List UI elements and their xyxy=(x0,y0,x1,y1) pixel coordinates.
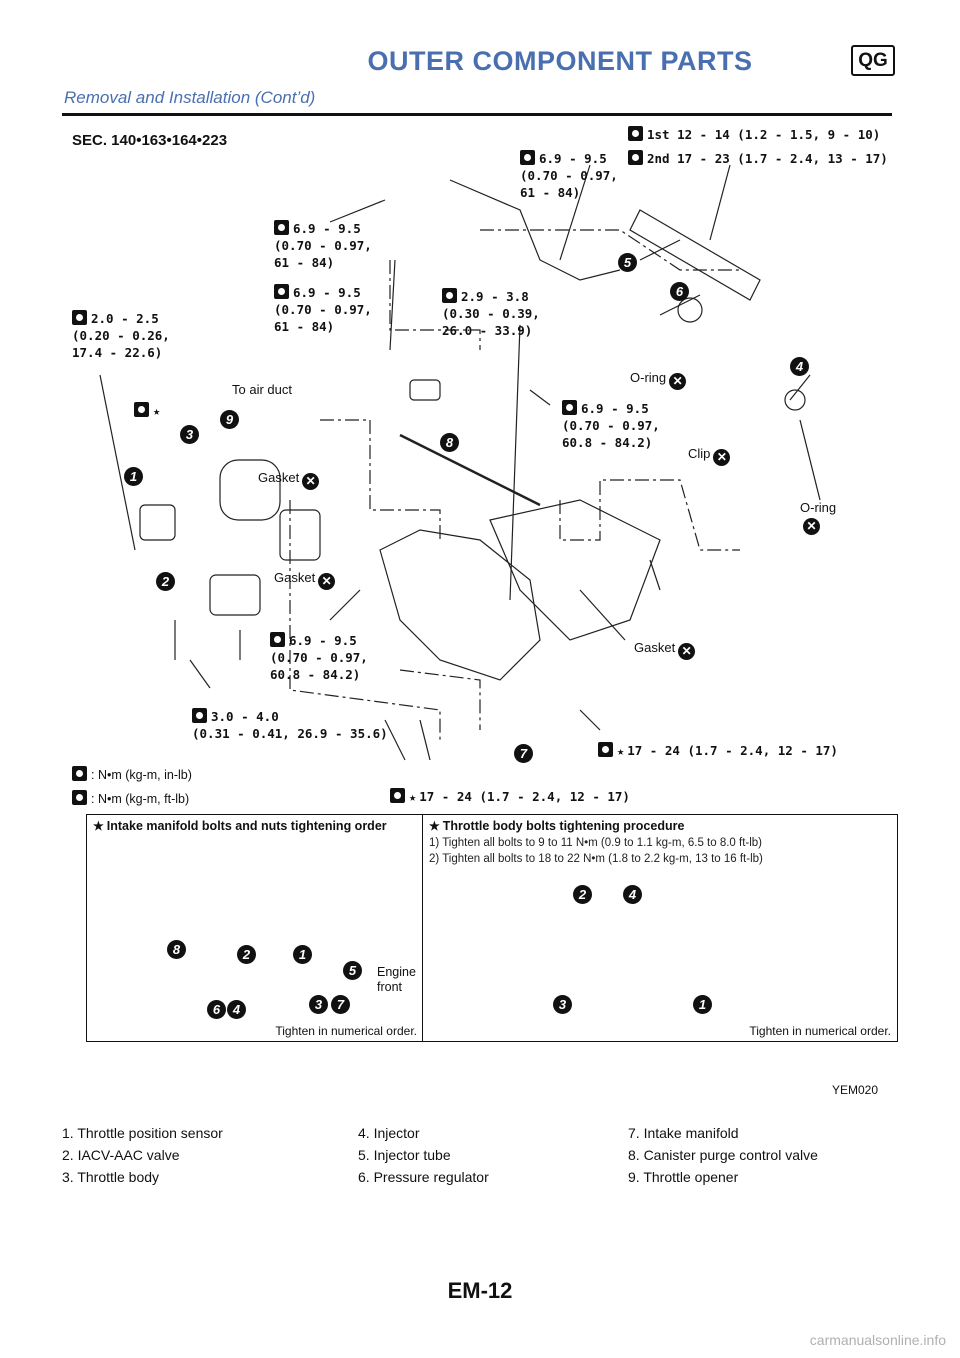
star-icon: ★ xyxy=(429,819,440,833)
seq-throttle-1: 1 xyxy=(693,995,712,1014)
seq-manifold-6: 6 xyxy=(207,1000,226,1019)
torque-injector-tube-1st: 1st 12 - 14 (1.2 - 1.5, 9 - 10) xyxy=(628,126,880,143)
replace-part-icon: ✕ xyxy=(669,373,687,390)
legend-item: 9. Throttle opener xyxy=(628,1169,739,1185)
part-number-2: 2 xyxy=(156,572,175,591)
replace-part-icon: ✕ xyxy=(678,643,696,660)
torque-wrench-icon xyxy=(274,220,289,235)
part-number-8: 8 xyxy=(440,433,459,452)
torque-upper-left-a: 6.9 - 9.5 (0.70 - 0.97, 61 - 84) xyxy=(274,220,372,270)
seq-manifold-8: 8 xyxy=(167,940,186,959)
page-subtitle: Removal and Installation (Cont’d) xyxy=(64,88,316,107)
torque-wrench-icon xyxy=(270,632,285,647)
manifold-tightening-panel: ★Intake manifold bolts and nuts tighteni… xyxy=(86,814,424,1042)
legend-item: 6. Pressure regulator xyxy=(358,1169,489,1185)
torque-wrench-icon xyxy=(72,766,87,781)
torque-wrench-icon xyxy=(72,790,87,805)
legend-item: 3. Throttle body xyxy=(62,1169,160,1185)
torque-wrench-icon xyxy=(274,284,289,299)
legend-item: 5. Injector tube xyxy=(358,1147,451,1163)
callout-clip: Clip✕ xyxy=(688,446,731,466)
star-icon: ★ xyxy=(153,404,161,418)
section-code: SEC. 140•163•164•223 xyxy=(72,132,228,149)
replace-part-icon: ✕ xyxy=(803,518,820,535)
torque-wrench-icon xyxy=(72,310,87,325)
seq-manifold-3: 3 xyxy=(309,995,328,1014)
callout-to-air-duct: To air duct xyxy=(232,382,292,397)
legend-unit-in-lb: : N•m (kg-m, in-lb) xyxy=(72,766,192,782)
torque-wrench-icon xyxy=(520,150,535,165)
callout-o-ring-top: O-ring✕ xyxy=(630,370,687,390)
figure-code: YEM020 xyxy=(832,1083,879,1097)
legend-item: 2. IACV-AAC valve xyxy=(62,1147,180,1163)
legend-item: 8. Canister purge control valve xyxy=(628,1147,818,1163)
engine-front-label: Engine front xyxy=(377,965,416,994)
panel-right-title: ★Throttle body bolts tightening procedur… xyxy=(429,819,685,833)
part-number-3: 3 xyxy=(180,425,199,444)
seq-manifold-1: 1 xyxy=(293,945,312,964)
torque-wrench-icon xyxy=(134,402,149,417)
torque-manifold-stud: 6.9 - 9.5 (0.70 - 0.97, 60.8 - 84.2) xyxy=(562,400,660,450)
seq-manifold-4: 4 xyxy=(227,1000,246,1019)
star-icon: ★ xyxy=(409,790,417,804)
seq-manifold-2: 2 xyxy=(237,945,256,964)
torque-top-bracket: 6.9 - 9.5 (0.70 - 0.97, 61 - 84) xyxy=(520,150,618,200)
seq-throttle-3: 3 xyxy=(553,995,572,1014)
legend-item: 1. Throttle position sensor xyxy=(62,1125,223,1141)
star-icon: ★ xyxy=(617,744,625,758)
torque-upper-left-b: 6.9 - 9.5 (0.70 - 0.97, 61 - 84) xyxy=(274,284,372,334)
page-number: EM-12 xyxy=(447,1278,513,1303)
throttle-tightening-panel: ★Throttle body bolts tightening procedur… xyxy=(422,814,898,1042)
torque-wrench-icon xyxy=(562,400,577,415)
panel-right-step-2: 2) Tighten all bolts to 18 to 22 N•m (1.… xyxy=(429,853,763,865)
torque-wrench-icon xyxy=(390,788,405,803)
callout-o-ring-bottom: O-ring✕ xyxy=(800,500,837,535)
star-icon: ★ xyxy=(93,819,104,833)
torque-wrench-icon xyxy=(442,288,457,303)
replace-part-icon: ✕ xyxy=(302,473,320,490)
torque-lower-bolts: 3.0 - 4.0 (0.31 - 0.41, 26.9 - 35.6) xyxy=(192,708,388,741)
panel-left-footer: Tighten in numerical order. xyxy=(275,1024,417,1038)
torque-manifold-nut: ★17 - 24 (1.7 - 2.4, 12 - 17) xyxy=(598,742,838,760)
torque-wrench-icon xyxy=(628,150,643,165)
seq-manifold-7: 7 xyxy=(331,995,350,1014)
panel-left-title: ★Intake manifold bolts and nuts tighteni… xyxy=(93,819,387,833)
part-number-9: 9 xyxy=(220,410,239,429)
legend-item: 4. Injector xyxy=(358,1125,420,1141)
page-title: OUTER COMPONENT PARTS xyxy=(367,46,753,76)
part-number-6: 6 xyxy=(670,282,689,301)
replace-part-icon: ✕ xyxy=(713,449,731,466)
legend-item: 7. Intake manifold xyxy=(628,1125,739,1141)
panel-right-step-1: 1) Tighten all bolts to 9 to 11 N•m (0.9… xyxy=(429,837,763,849)
header-divider xyxy=(62,113,892,116)
callout-gasket-middle: Gasket✕ xyxy=(274,570,336,590)
torque-throttle-bracket: 6.9 - 9.5 (0.70 - 0.97, 60.8 - 84.2) xyxy=(270,632,368,682)
callout-gasket-upper: Gasket✕ xyxy=(258,470,320,490)
torque-wrench-icon xyxy=(192,708,207,723)
seq-throttle-2: 2 xyxy=(573,885,592,904)
torque-wrench-icon xyxy=(598,742,613,757)
watermark: carmanualsonline.info xyxy=(809,1332,946,1348)
seq-throttle-4: 4 xyxy=(623,885,642,904)
part-number-7: 7 xyxy=(514,744,533,763)
exploded-diagram: SEC. 140•163•164•223 1st 12 - 14 (1.2 - … xyxy=(60,120,900,1050)
parts-legend-col-3: 7. Intake manifold 8. Canister purge con… xyxy=(628,1122,818,1188)
replace-part-icon: ✕ xyxy=(318,573,336,590)
legend-unit-ft-lb: : N•m (kg-m, ft-lb) xyxy=(72,790,189,806)
callout-gasket-right: Gasket✕ xyxy=(634,640,696,660)
torque-injector-tube-2nd: 2nd 17 - 23 (1.7 - 2.4, 13 - 17) xyxy=(628,150,888,167)
torque-wrench-icon xyxy=(628,126,643,141)
engine-code-badge: QG xyxy=(851,45,895,76)
parts-legend-col-1: 1. Throttle position sensor 2. IACV-AAC … xyxy=(62,1122,223,1188)
part-number-1: 1 xyxy=(124,467,143,486)
parts-legend-col-2: 4. Injector 5. Injector tube 6. Pressure… xyxy=(358,1122,489,1188)
torque-sensor-screw: 2.0 - 2.5 (0.20 - 0.26, 17.4 - 22.6) xyxy=(72,310,170,360)
torque-hose-bracket: 2.9 - 3.8 (0.30 - 0.39, 26.0 - 33.9) xyxy=(442,288,540,338)
seq-manifold-5: 5 xyxy=(343,961,362,980)
part-number-4: 4 xyxy=(790,357,809,376)
panel-right-footer: Tighten in numerical order. xyxy=(749,1024,891,1038)
torque-throttle-body-star: ★ xyxy=(134,402,163,420)
part-number-5: 5 xyxy=(618,253,637,272)
torque-manifold-bolt: ★17 - 24 (1.7 - 2.4, 12 - 17) xyxy=(390,788,630,806)
